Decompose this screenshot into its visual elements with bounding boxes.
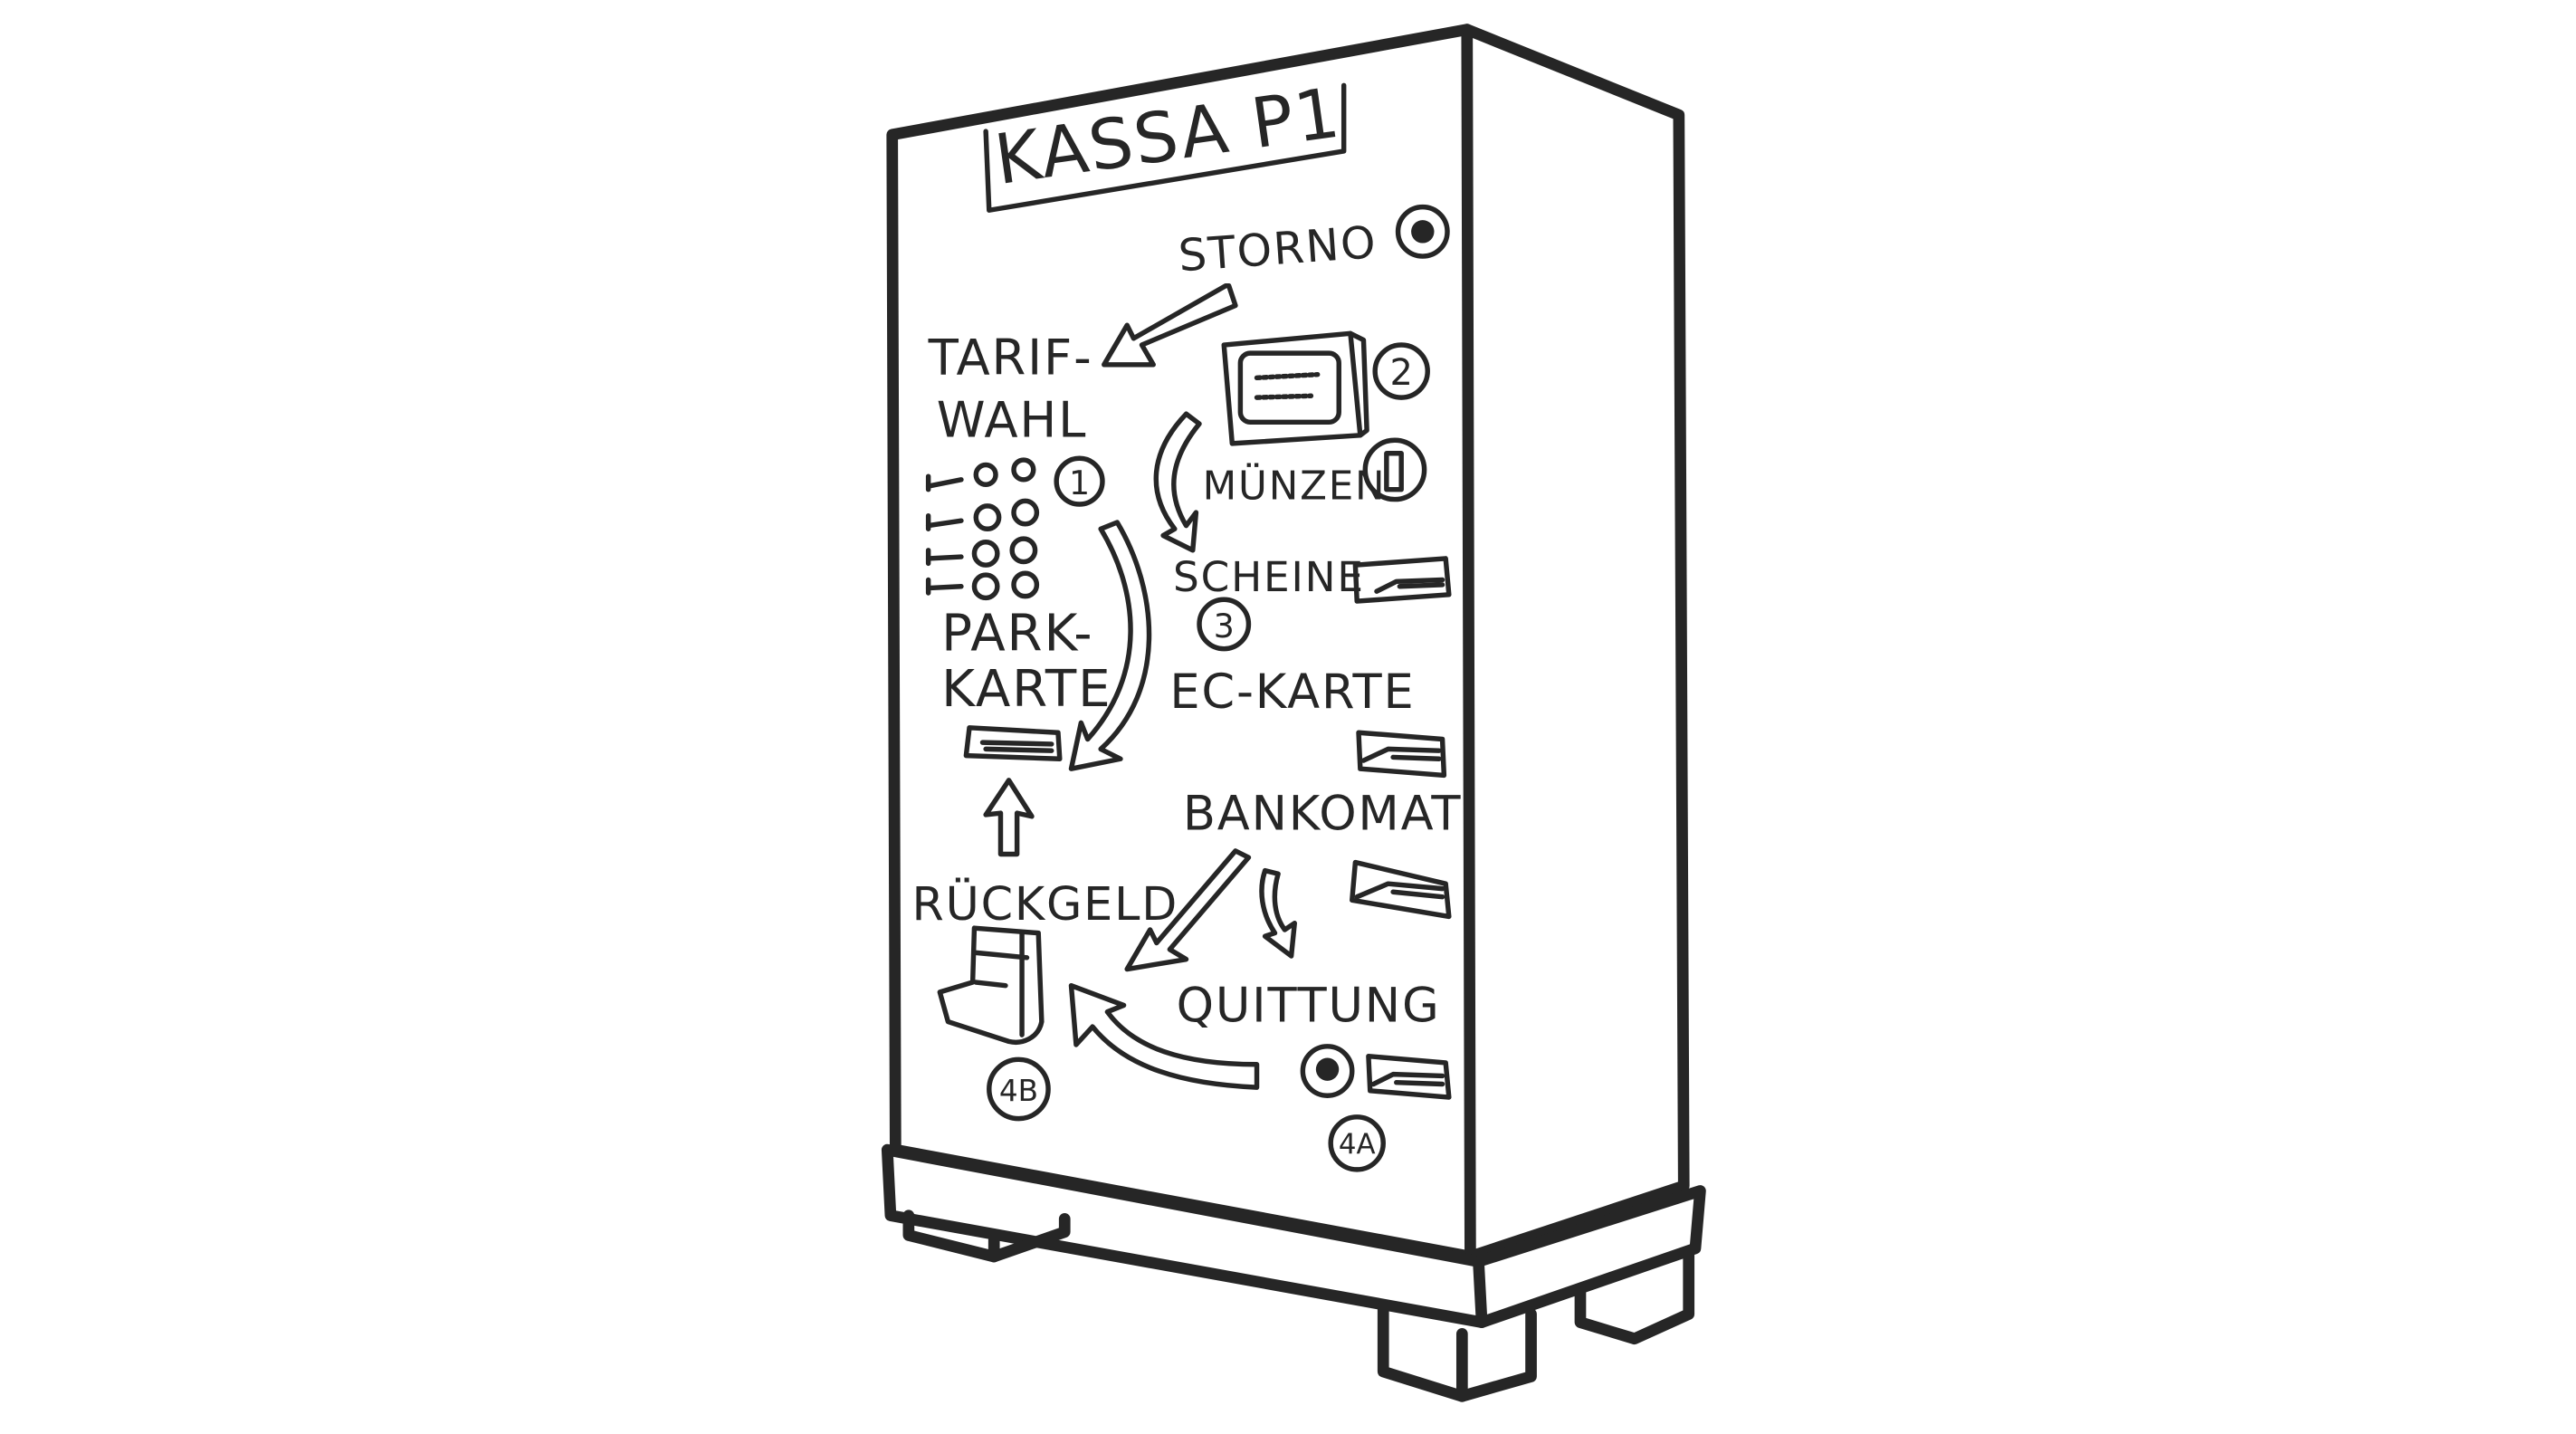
bankomat-label: BANKOMAT bbox=[1183, 786, 1462, 841]
arrow-to-parkkarte-slot bbox=[1068, 520, 1152, 771]
svg-text:3: 3 bbox=[1214, 607, 1235, 645]
parkkarte-label-line2: KARTE bbox=[941, 660, 1111, 719]
step-marker-4b: 4B bbox=[987, 1056, 1051, 1122]
parkkarte-label-line1: PARK- bbox=[941, 605, 1093, 664]
step-marker-4a: 4A bbox=[1328, 1114, 1386, 1172]
banknote-slot[interactable] bbox=[1352, 556, 1452, 604]
quittung-label: QUITTUNG bbox=[1177, 979, 1441, 1034]
rueckgeld-label: RÜCKGELD bbox=[911, 876, 1178, 931]
cabinet-body bbox=[881, 24, 1706, 1328]
storno-label: STORNO bbox=[1177, 216, 1379, 282]
arrow-quittung-to-rueckgeld bbox=[1068, 982, 1260, 1090]
arrow-storno-to-tarif bbox=[1102, 282, 1238, 368]
svg-text:4B: 4B bbox=[999, 1074, 1038, 1108]
scheine-label: SCHEINE bbox=[1173, 553, 1365, 601]
parkkarte-slot[interactable] bbox=[963, 725, 1063, 761]
tariff-keypad[interactable] bbox=[925, 457, 1040, 601]
step-marker-1: 1 bbox=[1054, 455, 1105, 507]
svg-text:1: 1 bbox=[1069, 464, 1090, 502]
change-cup[interactable] bbox=[937, 925, 1045, 1045]
ec-card-slot[interactable] bbox=[1356, 730, 1447, 779]
title-plate: KASSA P1 bbox=[983, 72, 1347, 213]
tarif-label-line1: TARIF- bbox=[928, 329, 1093, 387]
muenzen-label: MÜNZEN bbox=[1203, 463, 1387, 510]
receipt-slot[interactable] bbox=[1366, 1053, 1452, 1100]
arrow-up-to-parkkarte bbox=[983, 778, 1035, 857]
bankomat-card-slot[interactable] bbox=[1350, 859, 1452, 920]
cabinet-feet bbox=[902, 1209, 1695, 1402]
svg-text:2: 2 bbox=[1390, 352, 1413, 394]
coin-slot[interactable] bbox=[1362, 437, 1427, 502]
ec-karte-label: EC-KARTE bbox=[1169, 664, 1415, 720]
step-marker-3: 3 bbox=[1197, 597, 1252, 652]
display-screen bbox=[1221, 330, 1369, 446]
receipt-button[interactable] bbox=[1300, 1044, 1355, 1098]
svg-text:4A: 4A bbox=[1339, 1129, 1376, 1162]
arrow-bankomat-to-rueckgeld bbox=[1124, 848, 1252, 972]
step-marker-2: 2 bbox=[1372, 342, 1430, 400]
storno-button[interactable] bbox=[1395, 204, 1450, 259]
tarif-label-line2: WAHL bbox=[937, 391, 1088, 449]
arrow-display-to-scheine bbox=[1153, 411, 1202, 553]
arrow-bankomat-to-quittung bbox=[1259, 867, 1297, 959]
